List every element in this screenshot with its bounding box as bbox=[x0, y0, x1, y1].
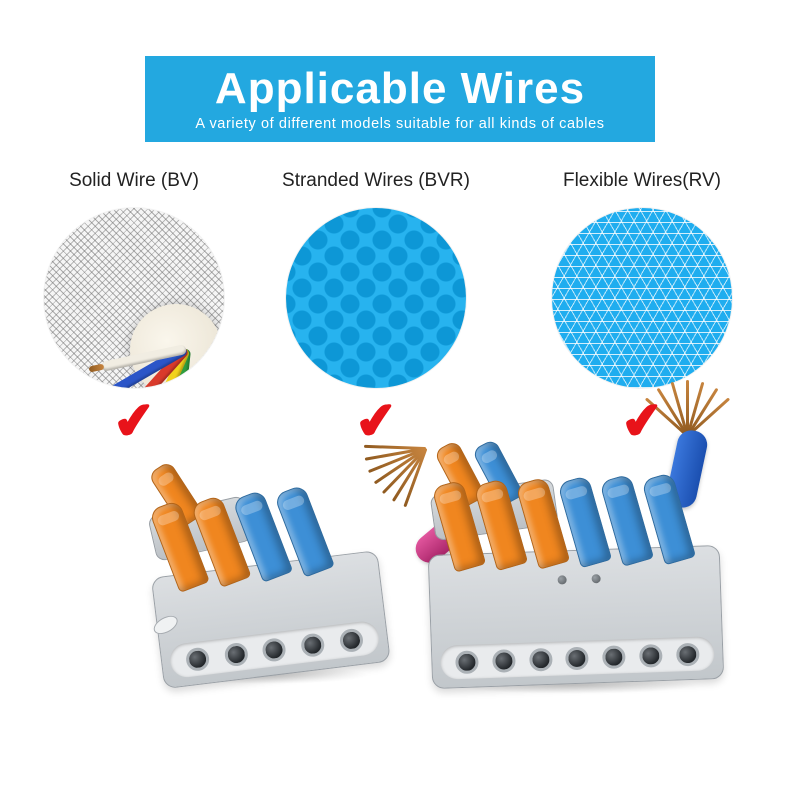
wire-port-hole bbox=[675, 642, 700, 666]
screw-hole bbox=[557, 575, 567, 585]
copper-strand bbox=[686, 397, 731, 438]
banner: Applicable Wires A variety of different … bbox=[145, 56, 655, 142]
copper-strand bbox=[373, 447, 427, 485]
banner-title: Applicable Wires bbox=[214, 63, 586, 113]
wire-connector-1-in-4-out bbox=[137, 439, 391, 690]
wire-type-column-solid: Solid Wire (BV) ✔ bbox=[28, 170, 240, 460]
wire-port-hole bbox=[261, 636, 288, 663]
wire-port-hole bbox=[300, 631, 326, 658]
copper-strand bbox=[381, 447, 428, 495]
output-lever-row bbox=[431, 471, 697, 573]
wire-type-column-stranded: Stranded Wires (BVR) ✔ bbox=[260, 170, 500, 569]
wire-port-hole bbox=[602, 644, 627, 669]
copper-strand bbox=[367, 447, 427, 474]
stranded-wire-sample-circle bbox=[286, 208, 466, 388]
wire-connector-2-in-6-out bbox=[424, 433, 725, 690]
wire-port-hole bbox=[223, 641, 249, 667]
wire-port-hole bbox=[565, 646, 590, 670]
copper-strand bbox=[686, 387, 719, 437]
copper-strand-fan bbox=[644, 378, 731, 438]
blue-wire-strand bbox=[109, 344, 189, 388]
flexible-wire-sample-circle bbox=[552, 208, 732, 388]
solid-wire-photo bbox=[64, 237, 222, 388]
wire-port-strip bbox=[439, 636, 715, 680]
connector-output-unit bbox=[427, 471, 725, 690]
wire-port-hole bbox=[184, 646, 211, 672]
wire-type-column-flexible: Flexible Wires(RV) ✔ bbox=[522, 170, 762, 511]
connector-output-unit bbox=[148, 484, 391, 690]
green-wire-strand bbox=[172, 348, 191, 388]
cable-sheath bbox=[130, 304, 222, 388]
wire-port-hole bbox=[338, 627, 365, 653]
white-wire-strand bbox=[100, 344, 188, 372]
wire-port-hole bbox=[528, 647, 553, 672]
red-check-icon: ✔ bbox=[110, 390, 158, 452]
wire-port-hole bbox=[454, 649, 479, 674]
wire-type-label: Flexible Wires(RV) bbox=[562, 170, 721, 191]
mounting-hole bbox=[150, 612, 181, 638]
wire-type-label: Solid Wire (BV) bbox=[69, 170, 199, 191]
wire-type-label: Stranded Wires (BVR) bbox=[282, 170, 470, 191]
wire-port-hole bbox=[639, 643, 663, 668]
copper-strand bbox=[686, 380, 689, 436]
wire-port-hole bbox=[491, 648, 516, 673]
banner-subtitle: A variety of different models suitable f… bbox=[195, 116, 605, 133]
copper-strand bbox=[670, 381, 689, 437]
yellow-wire-strand bbox=[146, 346, 191, 388]
copper-strand bbox=[391, 447, 428, 502]
solid-wire-sample-circle bbox=[44, 208, 224, 388]
copper-strand bbox=[686, 381, 705, 437]
red-wire-strand bbox=[124, 345, 190, 388]
screw-hole bbox=[591, 574, 602, 584]
